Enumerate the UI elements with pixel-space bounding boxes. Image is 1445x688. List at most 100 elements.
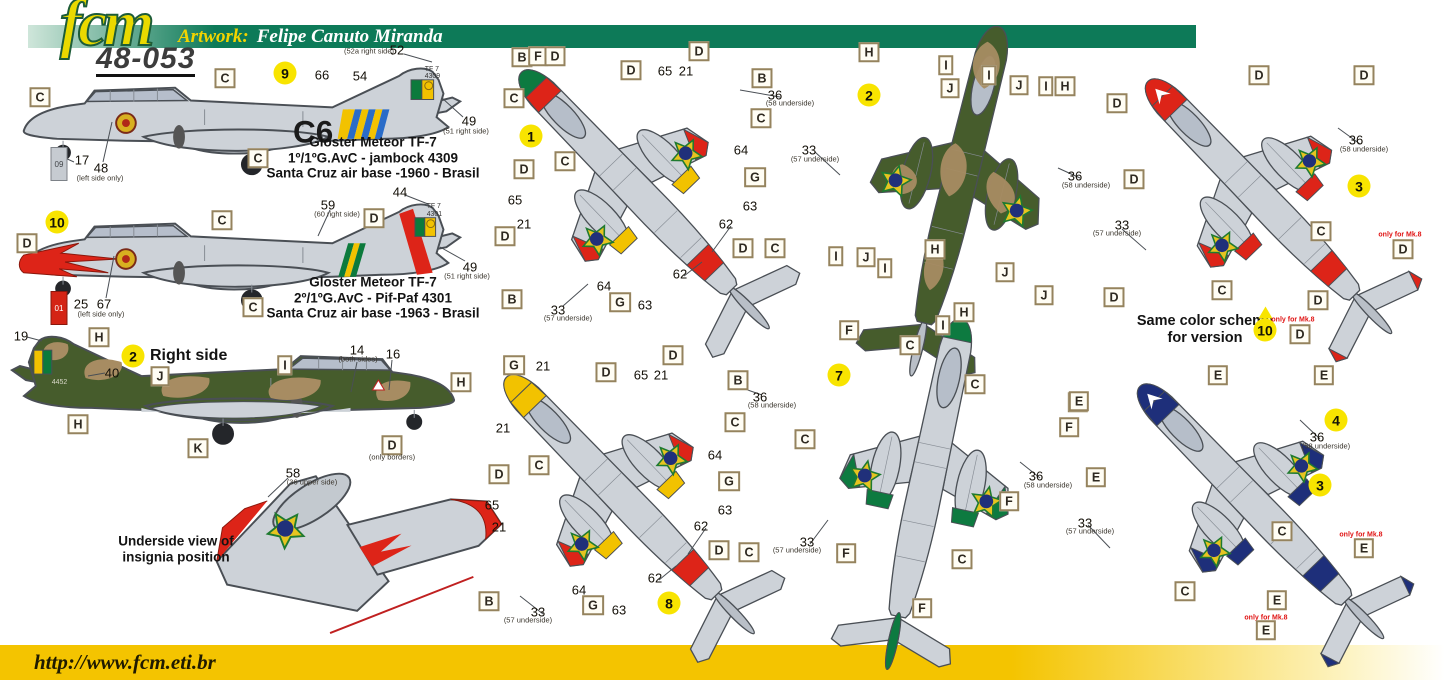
caption-line: for version xyxy=(1167,330,1243,346)
decal-letter-callout-d: D xyxy=(1248,65,1270,85)
decal-letter-callout-d: D xyxy=(620,60,642,80)
scheme-number-badge-8: 8 xyxy=(657,591,681,615)
svg-text:4301: 4301 xyxy=(427,211,442,218)
decal-number-callout-65: 65 xyxy=(633,367,649,383)
decal-letter-callout-f: F xyxy=(839,320,859,340)
caption-underside-view: Underside view of insignia position xyxy=(118,533,234,564)
decal-letter-callout-h: H xyxy=(67,414,89,434)
decal-number-callout-59: 59 xyxy=(320,197,336,213)
profile-jambock-4309: TF 7 4309 C6 xyxy=(8,62,470,199)
decal-letter-callout-c: C xyxy=(1211,280,1233,300)
scheme-number-badge-10: 10 xyxy=(45,210,69,234)
decal-letter-callout-j: J xyxy=(856,247,876,267)
caption-line: 2º/1ºG.AvC - Pif-Paf 4301 xyxy=(294,290,452,306)
svg-text:4309: 4309 xyxy=(425,73,440,80)
mk8-only-note-onlyformk8: only for Mk.8 xyxy=(1271,316,1315,324)
artist-name: Felipe Canuto Miranda xyxy=(256,25,443,47)
placement-note-58underside: (58 underside) xyxy=(1023,480,1073,490)
decal-letter-callout-d: D xyxy=(544,46,566,66)
decal-letter-callout-c: C xyxy=(528,455,550,475)
decal-letter-callout-b: B xyxy=(727,370,749,390)
decal-letter-callout-d: D xyxy=(1106,93,1128,113)
planview-scheme-4 xyxy=(1078,327,1445,688)
header-bar xyxy=(28,25,1196,48)
decal-letter-callout-e: E xyxy=(1255,620,1277,640)
decal-letter-callout-j: J xyxy=(995,262,1015,282)
decal-letter-callout-i: I xyxy=(935,315,951,335)
scheme-number-badge-3: 3 xyxy=(1308,473,1332,497)
decal-letter-callout-c: C xyxy=(724,412,746,432)
decal-letter-callout-d: D xyxy=(1307,290,1329,310)
decal-number-callout-62: 62 xyxy=(672,266,688,282)
placement-note-onlyborders: (only borders) xyxy=(368,452,416,462)
decal-letter-callout-h: H xyxy=(858,42,880,62)
decal-letter-callout-d: D xyxy=(1289,324,1311,344)
underside-view-drawing xyxy=(200,452,503,657)
decal-letter-callout-e: E xyxy=(1353,538,1375,558)
decal-letter-callout-c: C xyxy=(211,210,233,230)
fcm-logo: fcm xyxy=(59,0,156,61)
placement-note-57underside: (57 underside) xyxy=(543,313,593,323)
decal-number-callout-54: 54 xyxy=(352,68,368,84)
caption-aircraft-4301: Gloster Meteor TF-7 2º/1ºG.AvC - Pif-Paf… xyxy=(266,275,479,322)
caption-same-color-scheme: Same color scheme for version xyxy=(1137,313,1273,347)
caption-line: Gloster Meteor TF-7 xyxy=(309,274,437,290)
decal-letter-callout-d: D xyxy=(1353,65,1375,85)
decal-number-callout-65: 65 xyxy=(657,63,673,79)
decal-number-callout-49: 49 xyxy=(462,259,478,275)
decal-letter-callout-c: C xyxy=(503,88,525,108)
decal-letter-callout-e: E xyxy=(1313,365,1335,385)
decal-number-callout-64: 64 xyxy=(571,582,587,598)
placement-note-leftsideonly: (left side only) xyxy=(76,173,124,183)
decal-letter-callout-d: D xyxy=(1392,239,1414,259)
planview-scheme-7 xyxy=(765,300,1085,688)
decal-letter-callout-c: C xyxy=(964,374,986,394)
decal-number-callout-63: 63 xyxy=(717,502,733,518)
placement-note-57underside: (57 underside) xyxy=(1065,526,1115,536)
decal-letter-callout-d: D xyxy=(363,208,385,228)
decal-letter-callout-i: I xyxy=(981,65,997,85)
decal-letter-callout-c: C xyxy=(1174,581,1196,601)
stencil-decal-red-01: 01 xyxy=(50,291,68,325)
decal-letter-callout-c: C xyxy=(899,335,921,355)
decal-letter-callout-e: E xyxy=(1085,467,1107,487)
decal-letter-callout-c: C xyxy=(554,151,576,171)
scheme-number-badge-2: 2 xyxy=(857,83,881,107)
caption-line: Underside view of xyxy=(118,533,234,549)
decal-letter-callout-d: D xyxy=(708,540,730,560)
decal-letter-callout-j: J xyxy=(1034,285,1054,305)
decal-letter-callout-g: G xyxy=(718,471,740,491)
decal-letter-callout-g: G xyxy=(744,167,766,187)
placement-note-58underside: (58 underside) xyxy=(765,98,815,108)
decal-letter-callout-i: I xyxy=(938,55,954,75)
caption-line: insignia position xyxy=(122,549,230,564)
mk8-only-note-onlyformk8: only for Mk.8 xyxy=(1244,614,1288,622)
decal-number-callout-65: 65 xyxy=(507,192,523,208)
decal-letter-callout-i: I xyxy=(828,246,844,266)
decal-number-callout-63: 63 xyxy=(742,198,758,214)
placement-note-58underside: (58 underside) xyxy=(1061,180,1111,190)
decal-letter-callout-e: E xyxy=(1207,365,1229,385)
placement-note-57underside: (57 underside) xyxy=(503,615,553,625)
decal-letter-callout-i: I xyxy=(1038,76,1054,96)
scheme-number-badge-3: 3 xyxy=(1347,174,1371,198)
decal-number-callout-52: 52 xyxy=(389,42,405,58)
decal-letter-callout-c: C xyxy=(1271,521,1293,541)
decal-number-callout-21: 21 xyxy=(678,63,694,79)
decal-number-callout-64: 64 xyxy=(707,447,723,463)
decal-letter-callout-b: B xyxy=(751,68,773,88)
right-side-label: Right side xyxy=(150,347,228,364)
placement-note-57underside: (57 underside) xyxy=(1092,228,1142,238)
decal-number-callout-63: 63 xyxy=(611,602,627,618)
decal-number-callout-49: 49 xyxy=(461,113,477,129)
decal-letter-callout-h: H xyxy=(1054,76,1076,96)
decal-number-callout-25: 25 xyxy=(73,296,89,312)
decal-letter-callout-f: F xyxy=(528,46,548,66)
decal-letter-callout-c: C xyxy=(1310,221,1332,241)
decal-number-callout-21: 21 xyxy=(535,358,551,374)
decal-letter-callout-c: C xyxy=(242,297,264,317)
decal-number-callout-40: 40 xyxy=(104,365,120,381)
decal-letter-callout-c: C xyxy=(750,108,772,128)
decal-letter-callout-d: D xyxy=(688,41,710,61)
